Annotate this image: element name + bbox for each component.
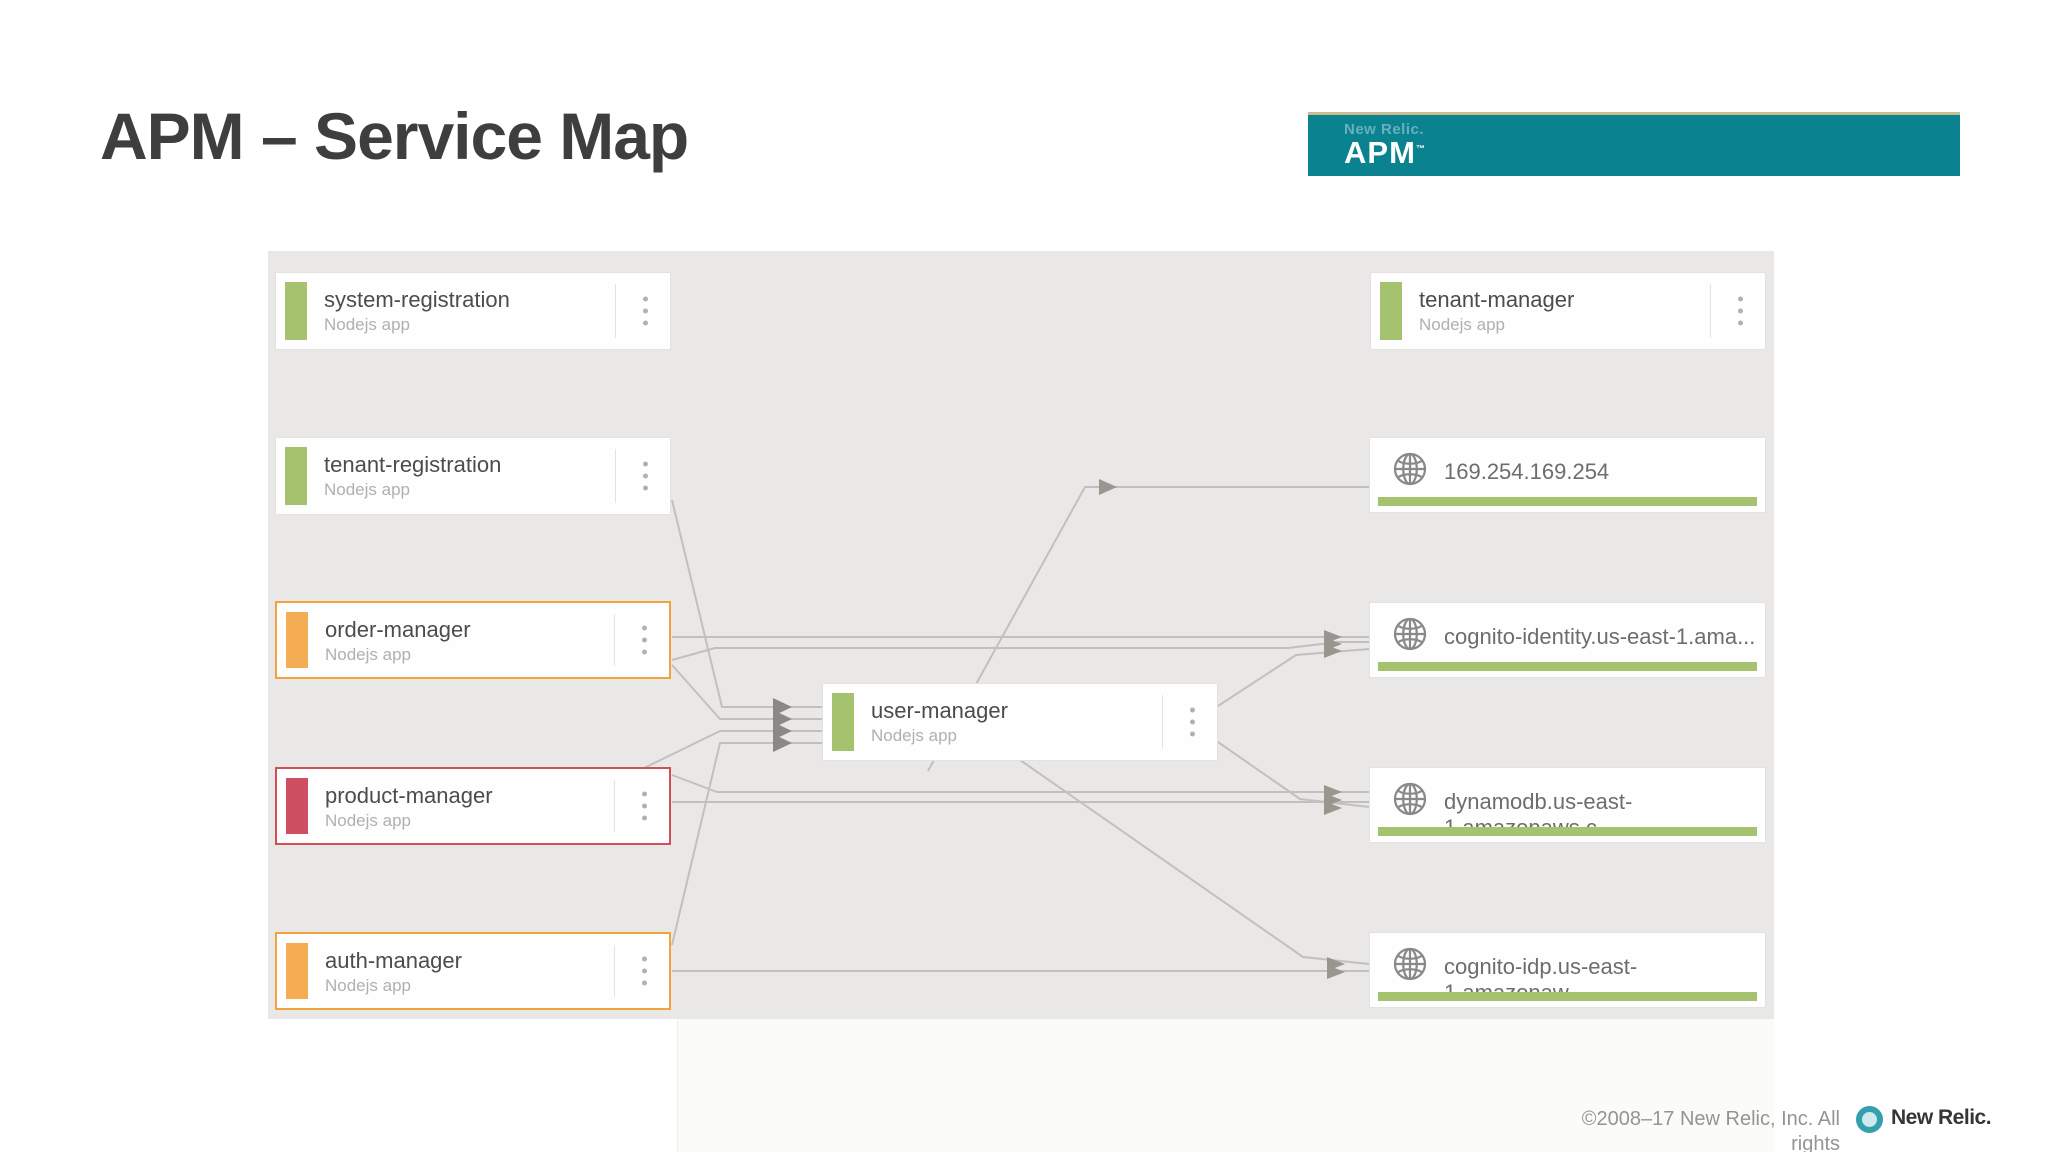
kebab-menu-icon[interactable] xyxy=(639,458,652,495)
kebab-menu-icon[interactable] xyxy=(638,953,651,990)
divider xyxy=(614,945,615,997)
kebab-menu-icon[interactable] xyxy=(1186,704,1199,741)
kebab-menu-icon[interactable] xyxy=(638,622,651,659)
kebab-menu-icon[interactable] xyxy=(638,788,651,825)
connection-lines xyxy=(639,479,1370,979)
divider xyxy=(615,449,616,503)
external-node-cognito-identity[interactable]: cognito-identity.us-east-1.ama... xyxy=(1369,602,1766,678)
divider xyxy=(1162,695,1163,749)
banner-product-label: APM™ xyxy=(1344,135,1960,171)
external-node-dynamodb[interactable]: dynamodb.us-east-1.amazonaws.c... xyxy=(1369,767,1766,843)
health-indicator xyxy=(286,778,308,834)
service-node-order-manager[interactable]: order-manager Nodejs app xyxy=(275,601,671,679)
divider xyxy=(1710,284,1711,338)
copyright-notice: ©2008–17 New Relic, Inc. All rights rese… xyxy=(1540,1107,1840,1152)
trademark-symbol: ™ xyxy=(1415,143,1426,154)
node-title: auth-manager xyxy=(325,948,462,973)
banner-brand-label: New Relic. xyxy=(1344,121,1425,138)
node-subtitle: Nodejs app xyxy=(325,976,412,995)
window-edge-band xyxy=(677,1019,1774,1152)
globe-icon xyxy=(1392,616,1428,657)
external-node-cognito-idp[interactable]: cognito-idp.us-east-1.amazonaw... xyxy=(1369,932,1766,1008)
node-title: user-manager xyxy=(871,698,1008,723)
health-bar xyxy=(1378,497,1757,506)
service-node-tenant-registration[interactable]: tenant-registration Nodejs app xyxy=(275,437,671,515)
service-node-tenant-manager[interactable]: tenant-manager Nodejs app xyxy=(1370,272,1766,350)
health-bar xyxy=(1378,992,1757,1001)
external-node-label: cognito-identity.us-east-1.ama... xyxy=(1444,624,1756,649)
node-subtitle: Nodejs app xyxy=(325,811,412,830)
node-title: tenant-manager xyxy=(1419,287,1575,312)
node-subtitle: Nodejs app xyxy=(324,315,411,334)
health-indicator xyxy=(285,447,307,505)
service-map-canvas: system-registration Nodejs app tenant-re… xyxy=(268,251,1774,1019)
new-relic-apm-banner: New Relic. APM™ xyxy=(1308,112,1960,176)
service-node-system-registration[interactable]: system-registration Nodejs app xyxy=(275,272,671,350)
node-subtitle: Nodejs app xyxy=(325,645,412,664)
new-relic-logo-icon xyxy=(1856,1106,1883,1133)
health-indicator xyxy=(286,943,308,999)
copyright-line1: ©2008–17 New Relic, Inc. All rights xyxy=(1581,1108,1840,1152)
node-title: order-manager xyxy=(325,617,471,642)
kebab-menu-icon[interactable] xyxy=(1734,293,1747,330)
kebab-menu-icon[interactable] xyxy=(639,293,652,330)
divider xyxy=(614,614,615,666)
globe-icon xyxy=(1392,781,1428,822)
node-subtitle: Nodejs app xyxy=(871,726,958,745)
external-node-169-254-169-254[interactable]: 169.254.169.254 xyxy=(1369,437,1766,513)
globe-icon xyxy=(1392,451,1428,492)
health-indicator xyxy=(1380,282,1402,340)
health-bar xyxy=(1378,662,1757,671)
health-bar xyxy=(1378,827,1757,836)
health-indicator xyxy=(832,693,854,751)
node-subtitle: Nodejs app xyxy=(1419,315,1506,334)
node-title: product-manager xyxy=(325,783,493,808)
globe-icon xyxy=(1392,946,1428,987)
page-title: APM – Service Map xyxy=(100,99,689,173)
service-node-auth-manager[interactable]: auth-manager Nodejs app xyxy=(275,932,671,1010)
banner-product-text: APM xyxy=(1344,135,1416,170)
service-node-product-manager[interactable]: product-manager Nodejs app xyxy=(275,767,671,845)
health-indicator xyxy=(285,282,307,340)
health-indicator xyxy=(286,612,308,668)
divider xyxy=(615,284,616,338)
new-relic-logo-text: New Relic. xyxy=(1891,1106,1992,1129)
node-title: tenant-registration xyxy=(324,452,502,477)
divider xyxy=(614,780,615,832)
external-node-label: 169.254.169.254 xyxy=(1444,459,1610,484)
node-subtitle: Nodejs app xyxy=(324,480,411,499)
node-title: system-registration xyxy=(324,287,510,312)
service-node-user-manager[interactable]: user-manager Nodejs app xyxy=(822,683,1218,761)
